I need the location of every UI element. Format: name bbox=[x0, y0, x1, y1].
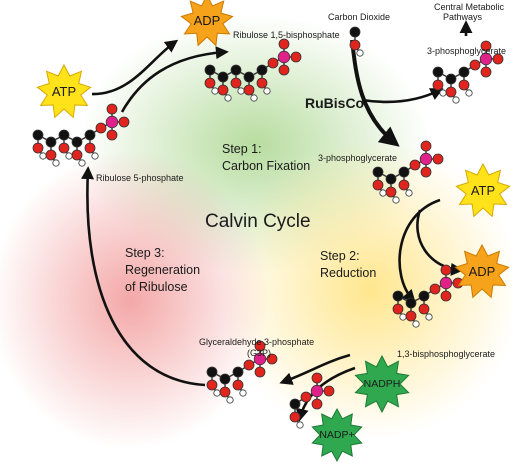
nadph-label: NADPH bbox=[364, 378, 401, 390]
rubisco-label: RuBisCo bbox=[305, 95, 364, 111]
arrow-ru5p-to-rubp bbox=[120, 46, 229, 113]
step3-line3: of Ribulose bbox=[125, 280, 188, 294]
adp-badge-top: ADP bbox=[180, 0, 234, 47]
molecules bbox=[32, 26, 504, 429]
co2-molecule bbox=[349, 26, 364, 57]
arrow-atp-adp-right bbox=[416, 209, 464, 276]
phosphate-molecule bbox=[289, 372, 335, 429]
atp-right-label: ATP bbox=[471, 183, 495, 198]
arrow-g3p-to-ru5p bbox=[81, 166, 206, 387]
pga-mid-label: 3-phosphoglycerate bbox=[318, 153, 397, 163]
adp-top-label: ADP bbox=[194, 13, 221, 28]
pga-mid-molecule bbox=[372, 140, 444, 204]
pga-top-label: 3-phosphoglycerate bbox=[427, 46, 506, 56]
g3p-label-line2: (G3P) bbox=[247, 348, 271, 358]
rubp-molecule bbox=[204, 38, 302, 102]
arrow-bpg-to-g3p bbox=[279, 353, 351, 385]
bpg-label: 1,3-bisphosphoglycerate bbox=[397, 349, 495, 359]
co2-label: Carbon Dioxide bbox=[328, 12, 390, 22]
rubp-label: Ribulose 1,5-bisphosphate bbox=[233, 30, 340, 40]
ru5p-label: Ribulose 5-phosphate bbox=[96, 173, 184, 183]
adp-badge-right: ADP bbox=[454, 243, 510, 299]
step1-line1: Step 1: bbox=[222, 142, 262, 156]
diagram-title: Calvin Cycle bbox=[205, 211, 311, 232]
step3-line2: Regeneration bbox=[125, 263, 200, 277]
ru5p-molecule bbox=[32, 103, 130, 167]
nadp-label: NADP+ bbox=[319, 429, 354, 441]
atp-badge-left: ATP bbox=[36, 63, 92, 119]
g3p-molecule bbox=[206, 340, 278, 404]
background-glow bbox=[0, 15, 512, 450]
central-label-line2: Pathways bbox=[443, 12, 483, 22]
central-label-line1: Central Metabolic bbox=[434, 2, 505, 12]
nadph-badge: NADPH bbox=[354, 354, 410, 414]
adp-right-label: ADP bbox=[469, 264, 496, 279]
step2-line2: Reduction bbox=[320, 266, 376, 280]
step1-line2: Carbon Fixation bbox=[222, 159, 310, 173]
pga-top-molecule bbox=[432, 40, 504, 104]
step3-line1: Step 3: bbox=[125, 246, 165, 260]
step2-line1: Step 2: bbox=[320, 249, 360, 263]
arrow-rubisco-main bbox=[350, 39, 400, 147]
arrow-atp-to-adp bbox=[91, 39, 179, 96]
arrow-pga-to-bpg bbox=[398, 198, 441, 303]
atp-left-label: ATP bbox=[52, 84, 76, 99]
nadp-badge: NADP+ bbox=[311, 407, 363, 463]
g3p-label-line1: Glyceraldehyde 3-phosphate bbox=[199, 337, 314, 347]
arrow-to-top-pga bbox=[361, 88, 444, 104]
atp-badge-right: ATP bbox=[455, 162, 511, 218]
bpg-molecule bbox=[392, 264, 464, 328]
